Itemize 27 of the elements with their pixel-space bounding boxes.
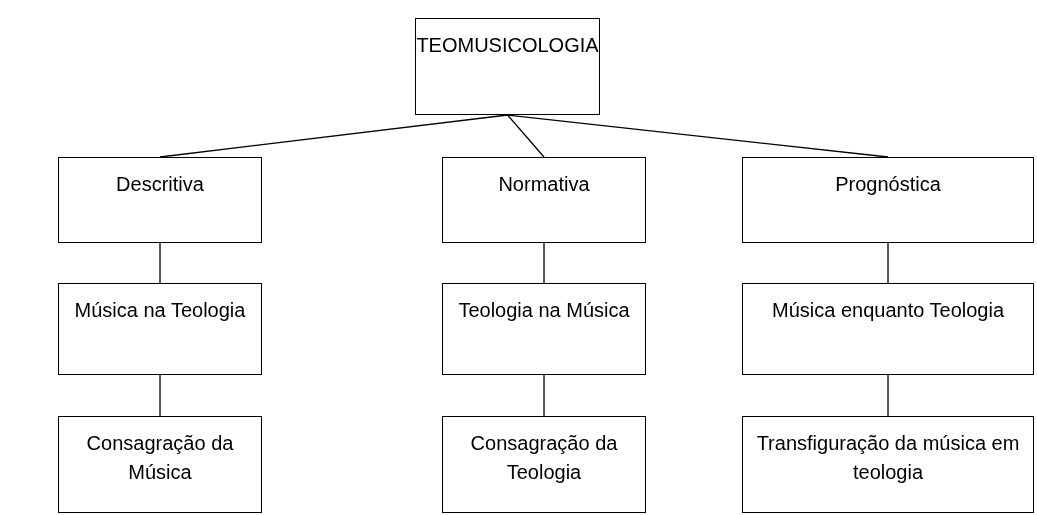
- box: [415, 18, 600, 115]
- box-label: Normativa: [498, 172, 590, 197]
- connector-line: [159, 374, 161, 417]
- box: [442, 416, 646, 513]
- box-label: Descritiva: [116, 172, 204, 197]
- box-label: Consagração da Música: [85, 431, 235, 485]
- box-label: Música na Teologia: [74, 298, 246, 323]
- box: [442, 157, 646, 243]
- connector-line: [887, 242, 889, 284]
- box: [58, 283, 262, 375]
- box: [742, 157, 1034, 243]
- box: [742, 416, 1034, 513]
- box-label: Prognóstica: [835, 172, 941, 197]
- box: [58, 416, 262, 513]
- box-label: TEOMUSICOLOGIA: [416, 33, 599, 58]
- box: [58, 157, 262, 243]
- connector-line: [887, 374, 889, 417]
- box: [442, 283, 646, 375]
- connector-line: [543, 374, 545, 417]
- box: [742, 283, 1034, 375]
- connector-line: [543, 242, 545, 284]
- box-label: Consagração da Teologia: [469, 431, 619, 485]
- box-label: Teologia na Música: [458, 298, 630, 323]
- box-label: Transfiguração da música em teologia: [755, 431, 1021, 485]
- box-label: Música enquanto Teologia: [772, 298, 1004, 323]
- connector-line: [506, 114, 545, 158]
- connector-line: [159, 242, 161, 284]
